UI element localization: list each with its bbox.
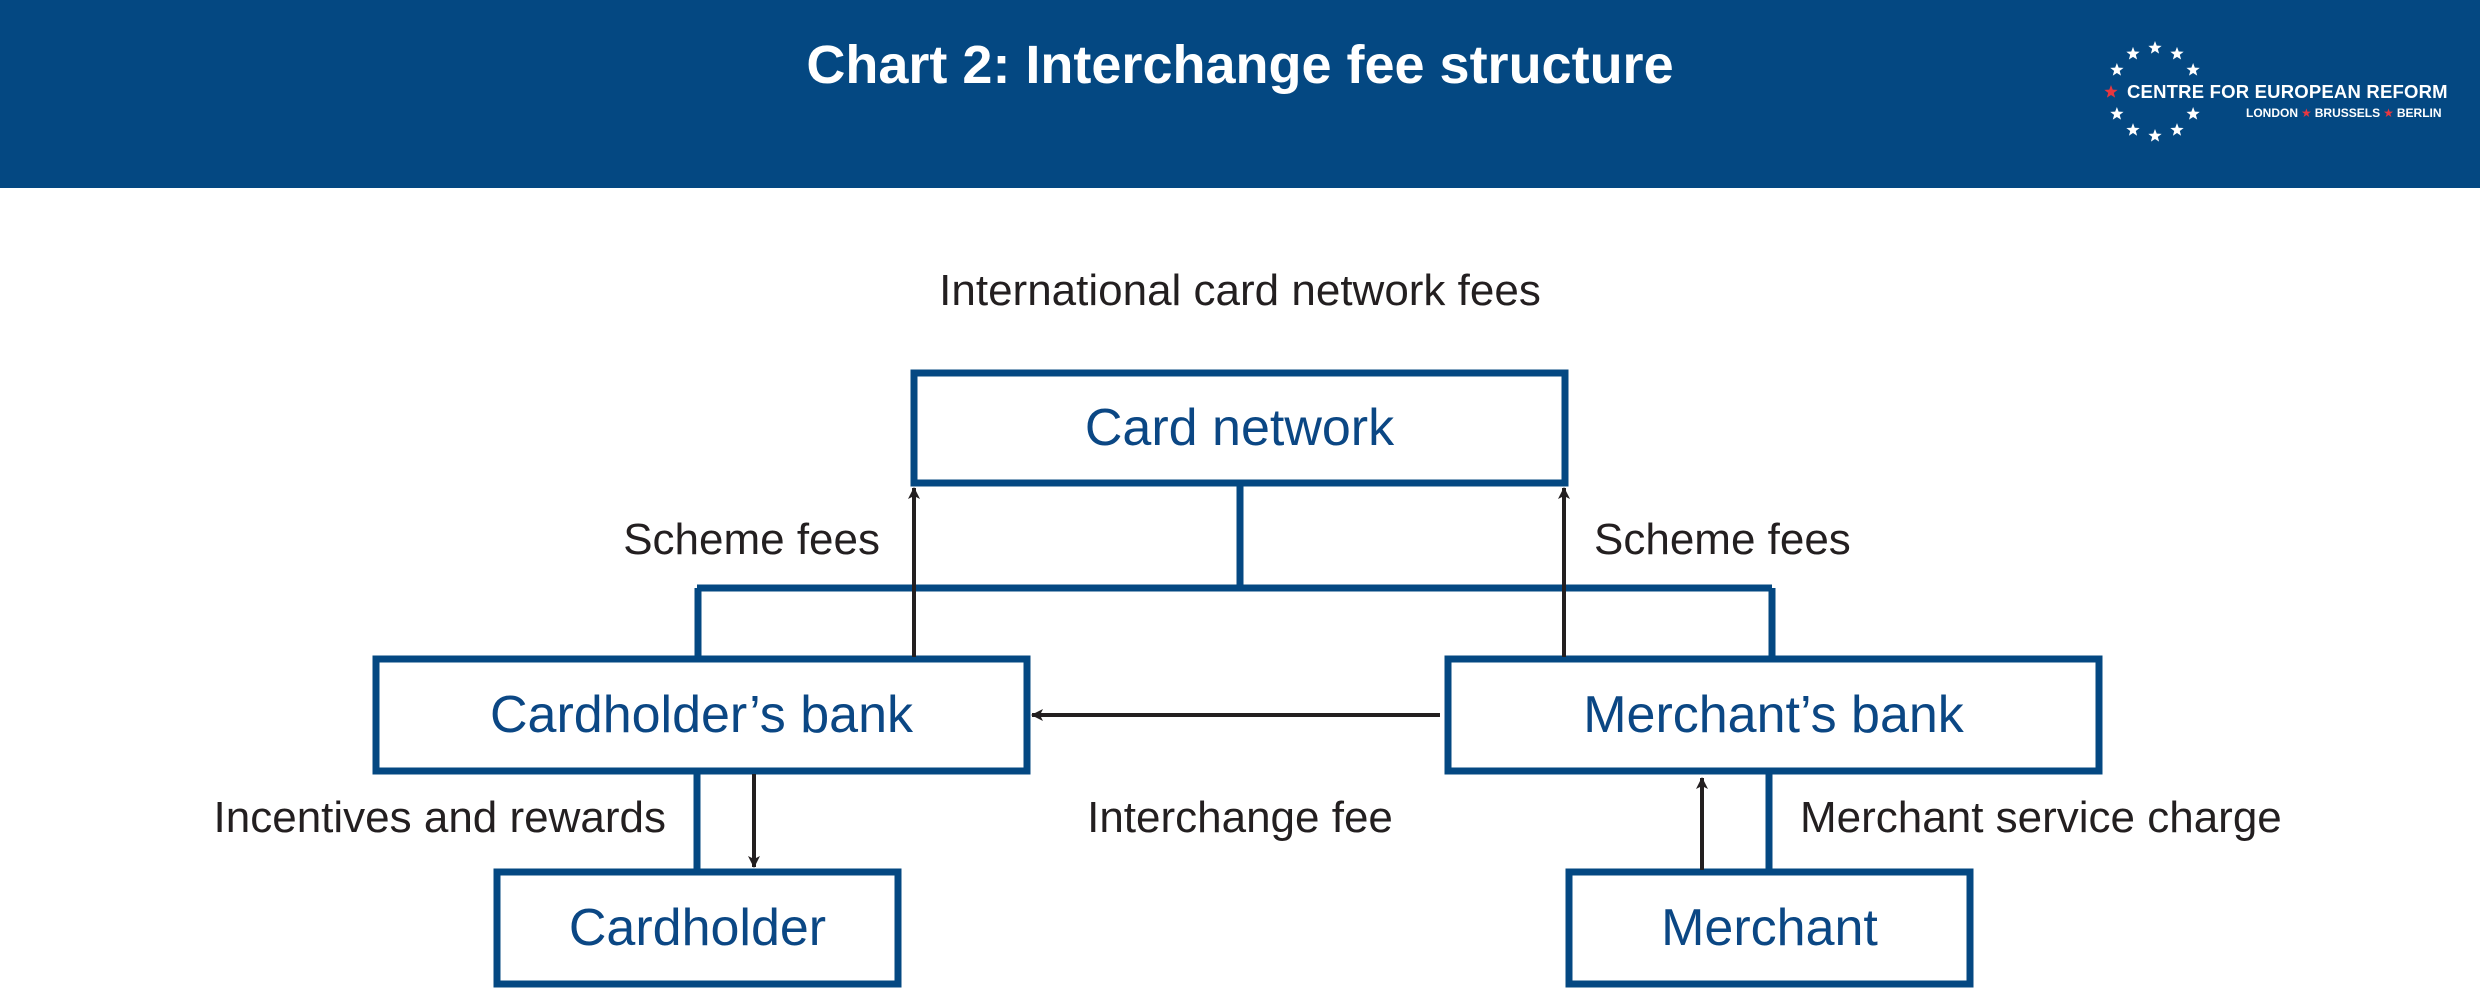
- logo-city-brussels: BRUSSELS: [2314, 106, 2381, 120]
- logo-star-icon: [2148, 41, 2162, 54]
- cardholders-bank-label: Cardholder’s bank: [489, 686, 913, 744]
- merchants-bank-box: [1444, 655, 2103, 775]
- logo-star-icon: [2126, 46, 2140, 60]
- merchant-label: Merchant: [1661, 899, 1878, 957]
- cardholders-bank-box: [372, 655, 1031, 775]
- top-label: International card network fees: [939, 266, 1541, 315]
- header-banner: Chart 2: Interchange fee structure CENTR…: [0, 0, 2480, 188]
- logo-star-icon: [2148, 129, 2162, 142]
- scheme-fees-left-label: Scheme fees: [623, 515, 880, 564]
- logo-star-icon: [2104, 85, 2118, 98]
- logo-star-icon: [2126, 123, 2140, 136]
- logo-cities: LONDON★BRUSSELS★BERLIN: [2246, 106, 2442, 120]
- merchant-box: [1565, 868, 1974, 988]
- card-network-label: Card network: [1084, 399, 1395, 457]
- card-network-box: [910, 369, 1569, 487]
- logo-city-london: LONDON: [2246, 106, 2298, 120]
- network-to-banks-connector: [694, 486, 1776, 656]
- logo-star-icon: [2110, 63, 2124, 76]
- logo-star-icon: [2186, 107, 2200, 120]
- cardholder-label: Cardholder: [568, 899, 827, 957]
- merchant-service-charge-label: Merchant service charge: [1800, 793, 2282, 842]
- cer-logo: CENTRE FOR EUROPEAN REFORM LONDON★BRUSSE…: [2100, 40, 2450, 150]
- star-ring-icon: [2104, 41, 2200, 142]
- logo-name: CENTRE FOR EUROPEAN REFORM: [2127, 81, 2448, 102]
- merchants-bank-label: Merchant’s bank: [1583, 686, 1964, 744]
- logo-star-icon: [2186, 63, 2200, 76]
- scheme-fees-right-label: Scheme fees: [1594, 515, 1851, 564]
- logo-city-berlin: BERLIN: [2396, 106, 2442, 120]
- logo-star-icon: [2170, 123, 2184, 136]
- logo-star-icon: [2170, 46, 2184, 60]
- interchange-fee-label: Interchange fee: [1087, 793, 1393, 842]
- chart-title: Chart 2: Interchange fee structure: [806, 35, 1674, 95]
- cardholder-box: [493, 868, 902, 988]
- logo-star-icon: [2110, 107, 2124, 120]
- incentives-rewards-label: Incentives and rewards: [213, 793, 666, 842]
